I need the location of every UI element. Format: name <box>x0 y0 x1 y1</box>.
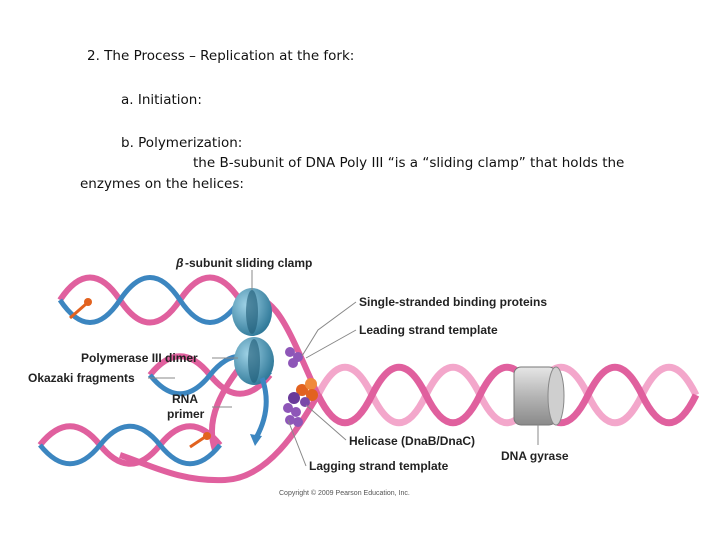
label-lagging-strand: Lagging strand template <box>309 459 449 473</box>
label-primer: primer <box>167 407 205 421</box>
label-helicase: Helicase (DnaB/DnaC) <box>349 434 475 448</box>
label-beta-clamp-prefix: β <box>175 256 184 270</box>
slide-heading: 2. The Process – Replication at the fork… <box>87 48 354 64</box>
label-okazaki: Okazaki fragments <box>28 371 135 385</box>
label-beta-clamp: -subunit sliding clamp <box>185 256 312 270</box>
label-gyrase: DNA gyrase <box>501 449 569 463</box>
description-line-1: the B-subunit of DNA Poly III “is a “sli… <box>193 155 624 171</box>
dna-gyrase <box>514 367 564 425</box>
label-leading-strand: Leading strand template <box>359 323 498 337</box>
item-polymerization: b. Polymerization: <box>121 135 242 151</box>
label-rna: RNA <box>172 392 198 406</box>
parental-dna-helix <box>318 367 696 423</box>
item-initiation: a. Initiation: <box>121 92 202 108</box>
copyright-notice: Copyright © 2009 Pearson Education, Inc. <box>279 489 410 497</box>
description-line-2: enzymes on the helices: <box>80 176 244 192</box>
beta-sliding-clamps <box>232 288 274 446</box>
label-polymerase-iii: Polymerase III dimer <box>81 351 198 365</box>
replication-fork-figure: β -subunit sliding clamp Single-stranded… <box>0 240 720 500</box>
label-ssb: Single-stranded binding proteins <box>359 295 547 309</box>
